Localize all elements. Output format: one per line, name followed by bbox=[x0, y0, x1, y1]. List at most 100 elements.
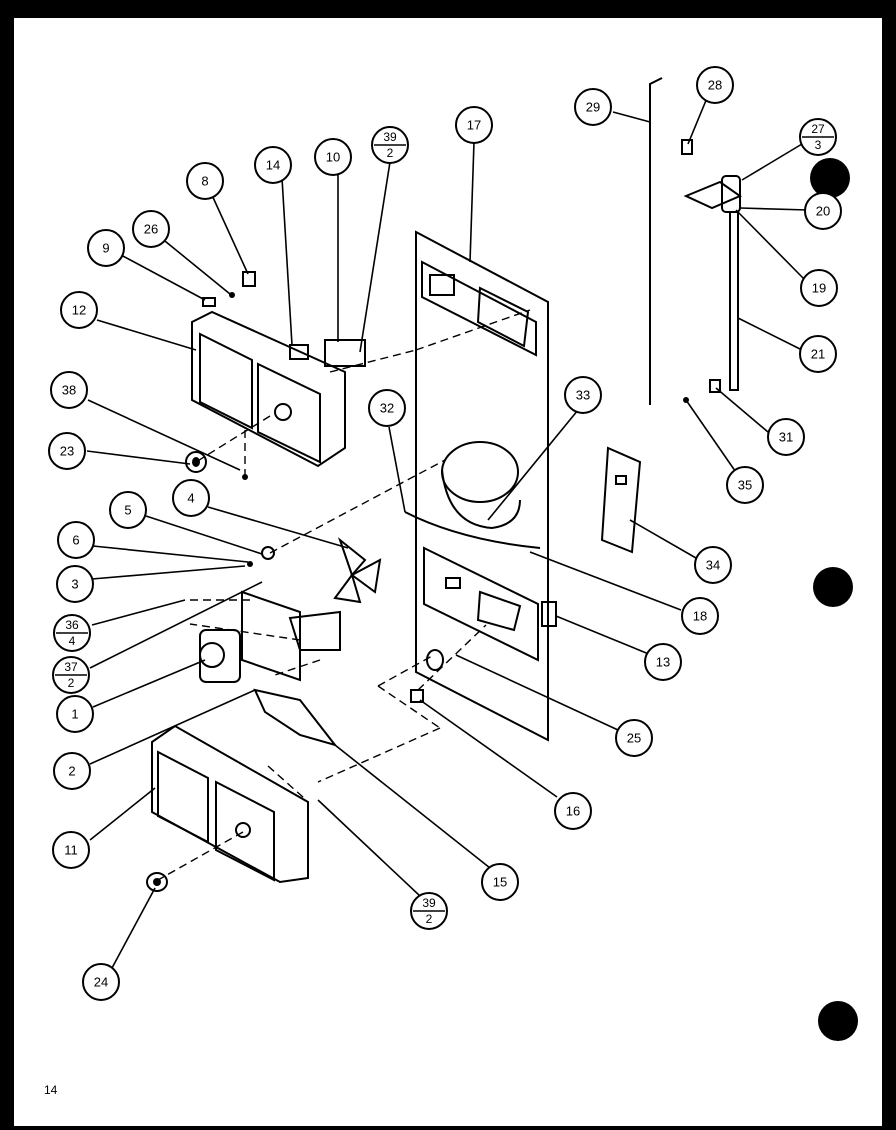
leader-lines bbox=[86, 97, 809, 969]
dash-line bbox=[271, 659, 321, 677]
svg-text:32: 32 bbox=[380, 401, 394, 416]
part-fan-motor-1 bbox=[199, 590, 341, 683]
callout-6: 6 bbox=[57, 521, 95, 559]
callout-28: 28 bbox=[696, 66, 734, 104]
svg-text:13: 13 bbox=[656, 655, 670, 670]
binder-hole-middle bbox=[813, 567, 853, 607]
svg-text:37: 37 bbox=[64, 660, 78, 674]
callout-32: 32 bbox=[368, 389, 406, 427]
svg-text:6: 6 bbox=[72, 533, 79, 548]
callout-fraction-37-2: 37 2 bbox=[52, 656, 90, 694]
dash-line bbox=[317, 727, 441, 783]
callout-26: 26 bbox=[132, 210, 170, 248]
svg-text:1: 1 bbox=[71, 707, 78, 722]
svg-text:27: 27 bbox=[811, 122, 825, 136]
callout-19: 19 bbox=[800, 269, 838, 307]
part-28 bbox=[681, 139, 693, 155]
svg-text:2: 2 bbox=[426, 912, 433, 926]
svg-text:2: 2 bbox=[68, 764, 75, 779]
callout-23: 23 bbox=[48, 432, 86, 470]
part-duct-18 bbox=[404, 511, 541, 549]
dash-line bbox=[189, 623, 301, 641]
callout-12: 12 bbox=[60, 291, 98, 329]
binder-hole-top bbox=[810, 158, 850, 198]
part-6 bbox=[247, 561, 253, 567]
part-31 bbox=[709, 379, 721, 393]
callout-fraction-36-4: 36 4 bbox=[53, 614, 91, 652]
callout-33: 33 bbox=[564, 376, 602, 414]
callout-38: 38 bbox=[50, 371, 88, 409]
callout-31: 31 bbox=[767, 418, 805, 456]
part-knob-23 bbox=[185, 451, 207, 473]
svg-text:17: 17 bbox=[467, 118, 481, 133]
dash-line bbox=[329, 349, 417, 373]
part-fan-blade-4 bbox=[333, 537, 382, 604]
svg-text:28: 28 bbox=[708, 78, 722, 93]
svg-text:3: 3 bbox=[815, 138, 822, 152]
part-rod-29 bbox=[649, 77, 663, 405]
svg-text:4: 4 bbox=[69, 634, 76, 648]
callout-14: 14 bbox=[254, 146, 292, 184]
callout-15: 15 bbox=[481, 863, 519, 901]
part-8 bbox=[242, 271, 256, 287]
dash-line bbox=[157, 831, 244, 881]
part-panel-17 bbox=[415, 230, 549, 742]
svg-text:38: 38 bbox=[62, 383, 76, 398]
svg-text:12: 12 bbox=[72, 303, 86, 318]
dash-line bbox=[377, 655, 433, 687]
callout-13: 13 bbox=[644, 643, 682, 681]
part-plate-34 bbox=[600, 446, 642, 554]
svg-text:4: 4 bbox=[187, 491, 194, 506]
part-clip-16 bbox=[410, 689, 424, 703]
part-cover-12 bbox=[191, 310, 366, 468]
svg-text:35: 35 bbox=[738, 478, 752, 493]
svg-text:39: 39 bbox=[383, 130, 397, 144]
svg-text:15: 15 bbox=[493, 875, 507, 890]
svg-text:24: 24 bbox=[94, 975, 108, 990]
callout-10: 10 bbox=[314, 138, 352, 176]
callout-5: 5 bbox=[109, 491, 147, 529]
part-damper-19 bbox=[683, 175, 743, 391]
svg-text:39: 39 bbox=[422, 896, 436, 910]
callout-25: 25 bbox=[615, 719, 653, 757]
callout-fraction-27-3: 27 3 bbox=[799, 118, 837, 156]
part-knob-24 bbox=[146, 872, 168, 892]
callout-18: 18 bbox=[681, 597, 719, 635]
callout-35: 35 bbox=[726, 466, 764, 504]
svg-text:20: 20 bbox=[816, 204, 830, 219]
svg-text:19: 19 bbox=[812, 281, 826, 296]
callout-9: 9 bbox=[87, 229, 125, 267]
svg-text:2: 2 bbox=[68, 676, 75, 690]
part-bracket-15 bbox=[253, 688, 338, 747]
svg-text:34: 34 bbox=[706, 558, 720, 573]
part-plate-34-slot bbox=[615, 475, 627, 485]
svg-text:2: 2 bbox=[387, 146, 394, 160]
svg-text:9: 9 bbox=[102, 241, 109, 256]
svg-text:11: 11 bbox=[64, 843, 78, 858]
svg-text:5: 5 bbox=[124, 503, 131, 518]
svg-text:31: 31 bbox=[779, 430, 793, 445]
binder-hole-bottom bbox=[818, 1001, 858, 1041]
part-cover-11 bbox=[151, 724, 309, 884]
svg-text:23: 23 bbox=[60, 444, 74, 459]
callout-16: 16 bbox=[554, 792, 592, 830]
callout-8: 8 bbox=[186, 162, 224, 200]
dash-line bbox=[267, 765, 305, 799]
svg-text:25: 25 bbox=[627, 731, 641, 746]
dash-line bbox=[417, 624, 487, 691]
svg-text:8: 8 bbox=[201, 174, 208, 189]
part-26 bbox=[229, 292, 235, 298]
svg-text:10: 10 bbox=[326, 150, 340, 165]
dash-line bbox=[269, 459, 446, 554]
callout-17: 17 bbox=[455, 106, 493, 144]
svg-text:16: 16 bbox=[566, 804, 580, 819]
callout-1: 1 bbox=[56, 695, 94, 733]
svg-text:29: 29 bbox=[586, 100, 600, 115]
svg-text:18: 18 bbox=[693, 609, 707, 624]
callout-11: 11 bbox=[52, 831, 90, 869]
page-number: 14 bbox=[44, 1083, 58, 1097]
part-9 bbox=[202, 297, 216, 307]
svg-text:26: 26 bbox=[144, 222, 158, 237]
